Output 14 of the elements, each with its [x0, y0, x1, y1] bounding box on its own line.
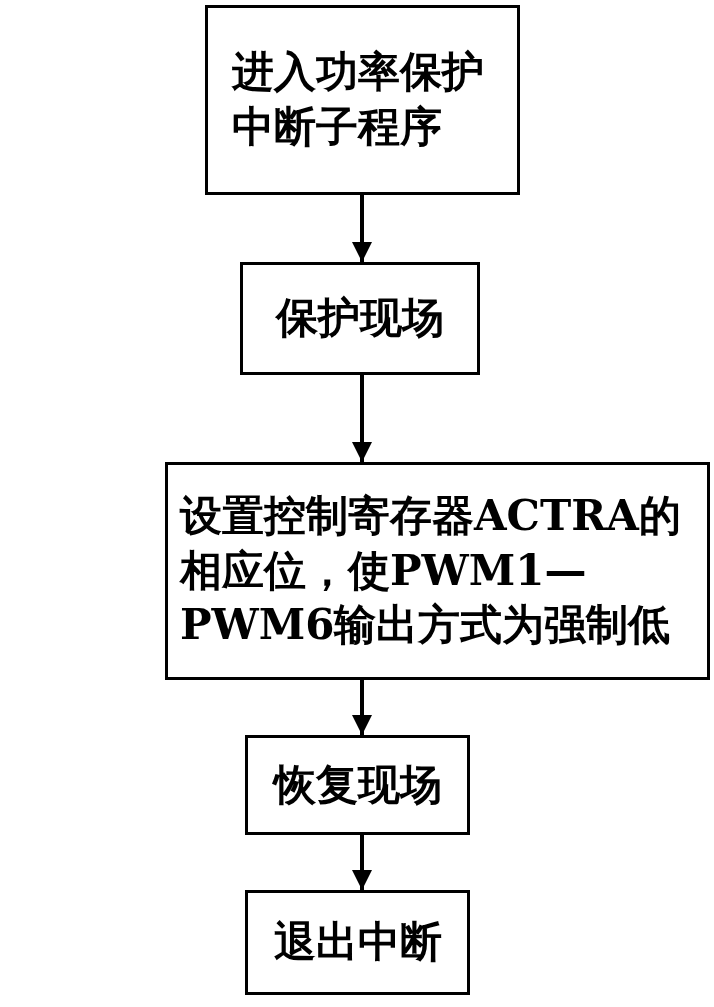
step-text: 恢复现场 — [273, 758, 442, 811]
arrow — [352, 195, 372, 262]
process-box — [165, 462, 710, 680]
process-box — [205, 5, 520, 195]
process-box — [245, 735, 470, 835]
step-text: 保护现场 — [276, 292, 444, 345]
process-box — [245, 890, 470, 995]
arrow — [352, 375, 372, 462]
step-text: 退出中断 — [273, 916, 442, 969]
process-box — [240, 262, 480, 375]
step-text: 设置控制寄存器ACTRA的相应位，使PWM1—PWM6输出方式为强制低 — [180, 490, 682, 652]
arrow — [352, 835, 372, 890]
arrow — [352, 680, 372, 735]
step-text: 进入功率保护中断子程序 — [232, 46, 485, 153]
